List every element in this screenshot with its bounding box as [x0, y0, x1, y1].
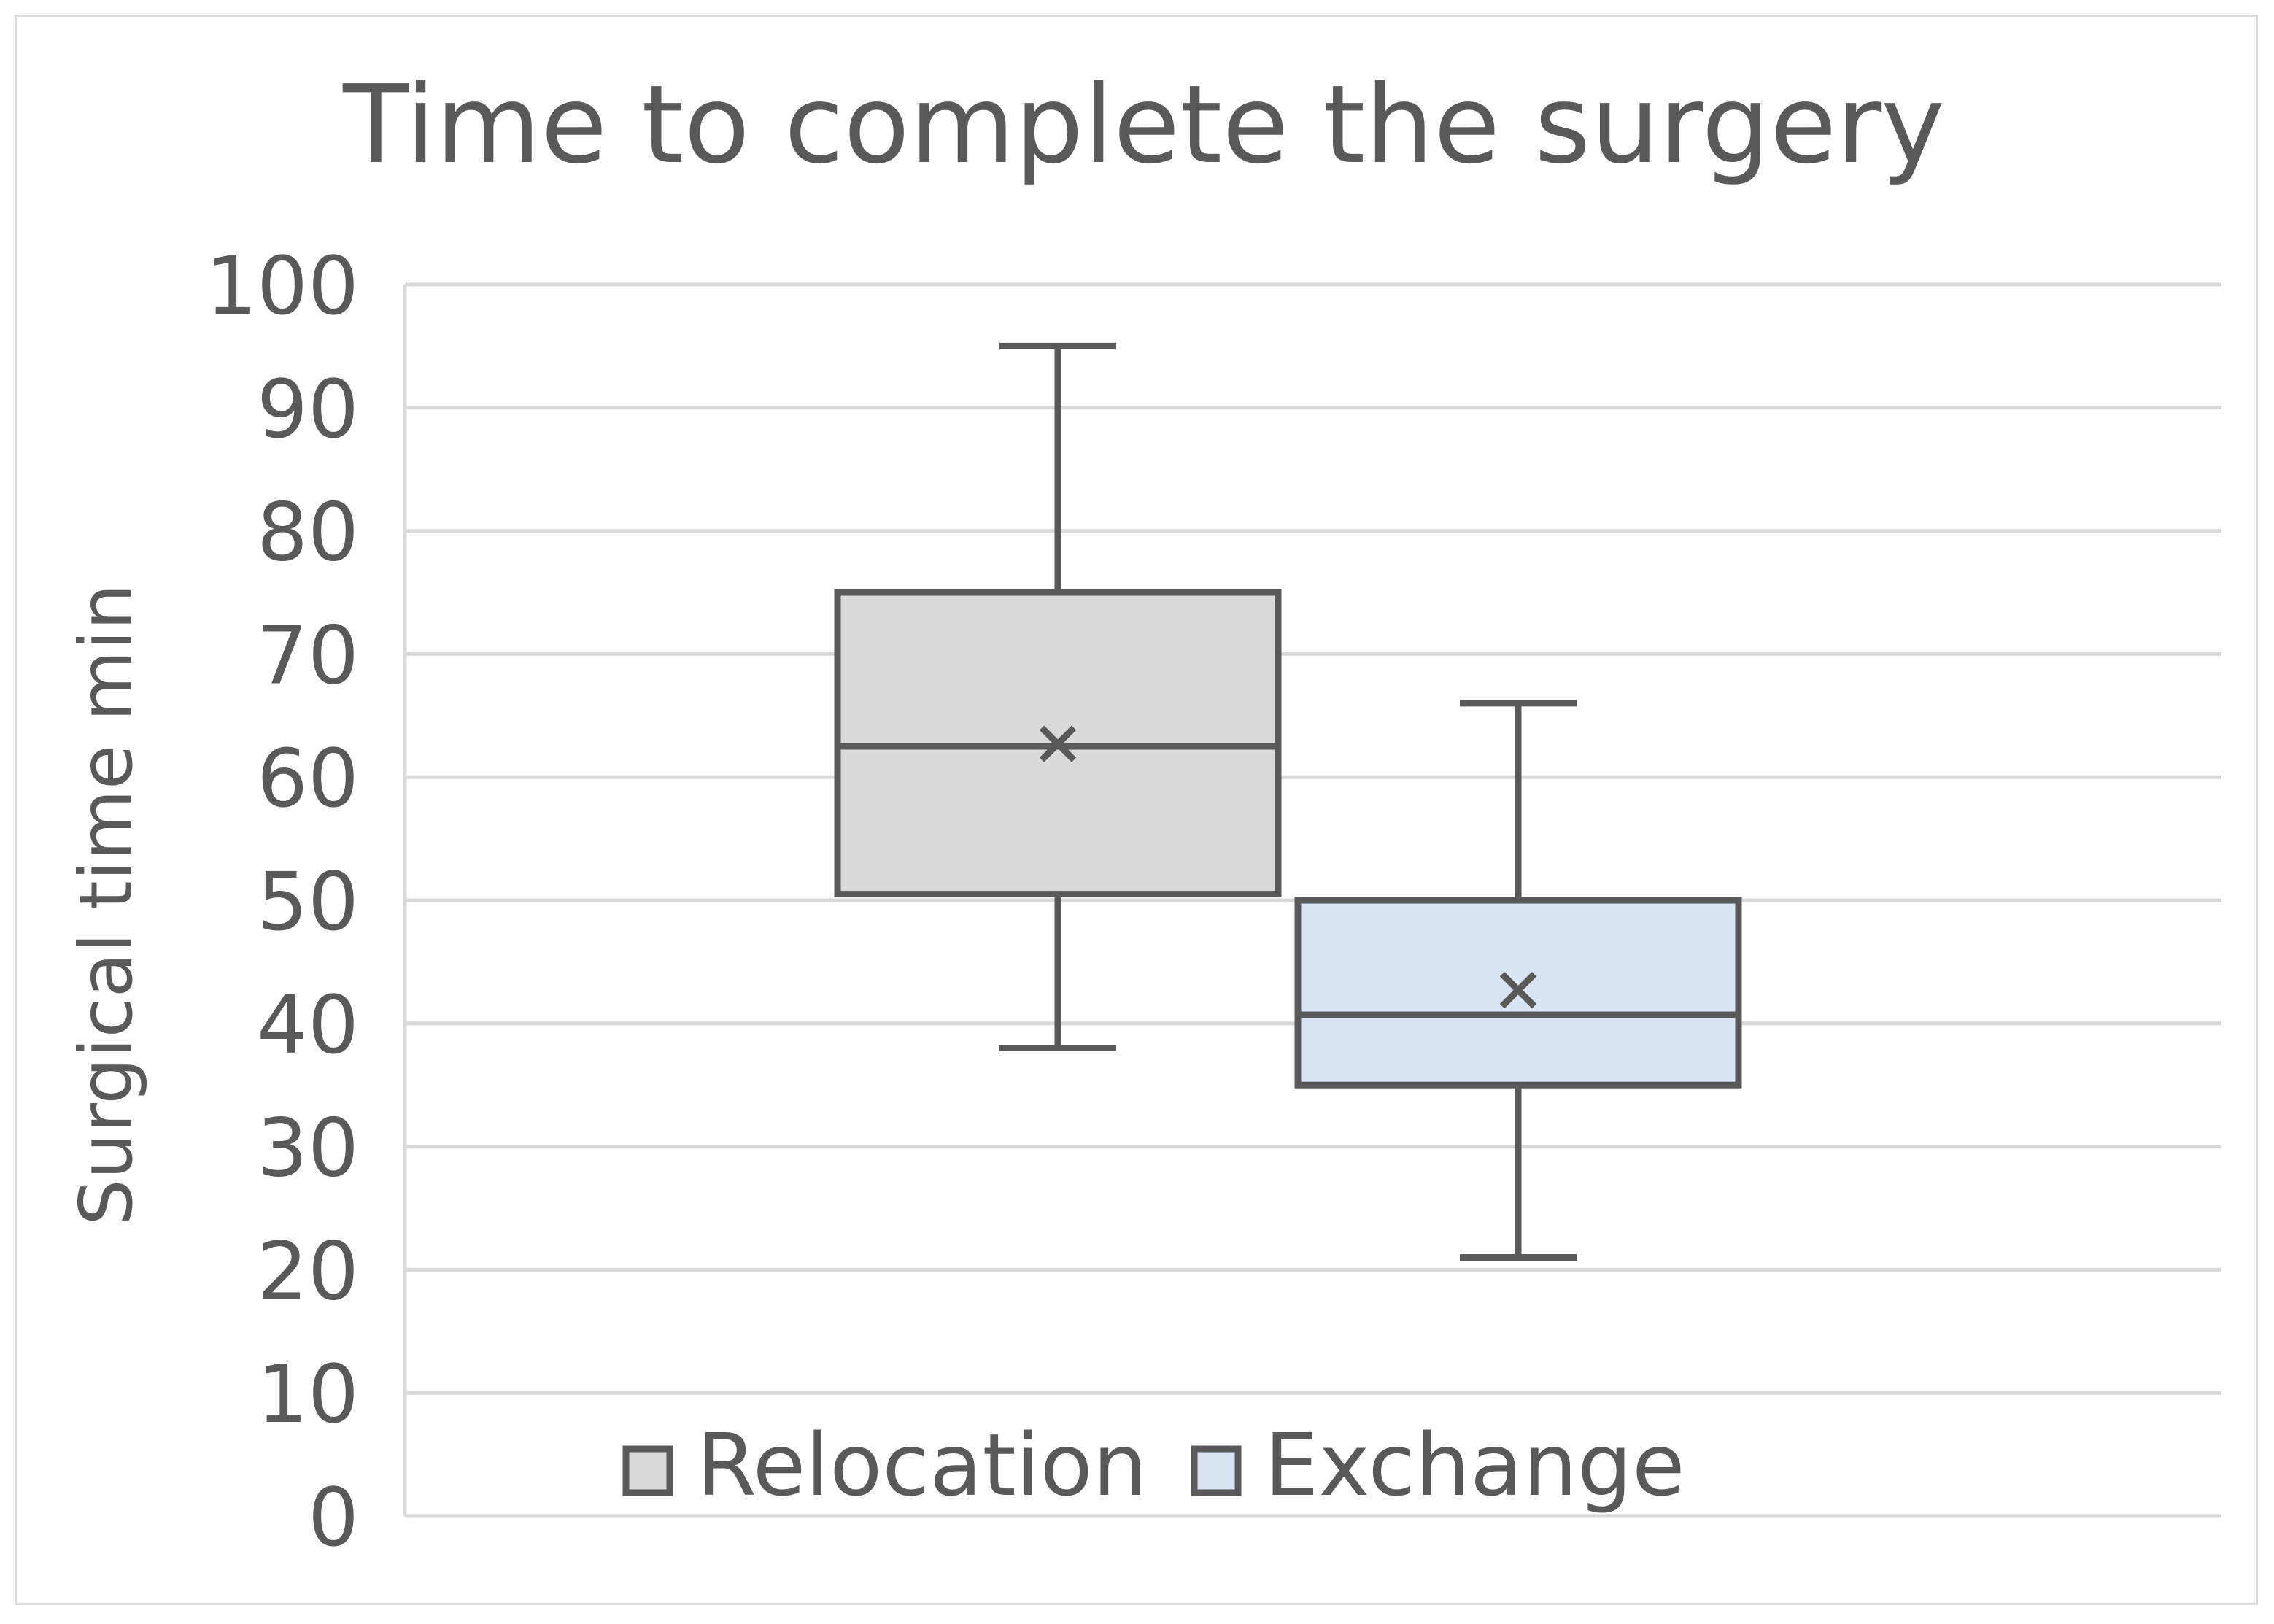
y-tick-label: 10	[257, 1347, 359, 1441]
y-tick-label: 0	[308, 1471, 359, 1564]
box-exchange	[1294, 700, 1742, 1261]
y-tick-label: 90	[257, 363, 359, 456]
y-tick-label: 40	[257, 978, 359, 1072]
legend: Relocation Exchange	[622, 1415, 1685, 1515]
legend-item-exchange: Exchange	[1191, 1415, 1685, 1515]
box-series	[834, 342, 1742, 1261]
legend-label: Exchange	[1264, 1415, 1685, 1515]
y-tick-label: 100	[206, 239, 359, 333]
legend-label: Relocation	[697, 1415, 1147, 1515]
y-tick-label: 30	[257, 1102, 359, 1195]
y-tick-label: 80	[257, 486, 359, 579]
legend-swatch	[622, 1445, 673, 1496]
y-axis-tick-labels: 0 10 20 30 40 50 60 70 80 90 100	[206, 239, 359, 1564]
legend-swatch	[1191, 1445, 1242, 1496]
y-axis-title: Surgical time min	[63, 584, 149, 1226]
mean-marker	[1039, 725, 1077, 762]
y-tick-label: 20	[257, 1224, 359, 1318]
y-tick-label: 70	[257, 608, 359, 702]
box-relocation	[834, 342, 1282, 1052]
chart-title: Time to complete the surgery	[342, 62, 1945, 187]
legend-item-relocation: Relocation	[622, 1415, 1147, 1515]
mean-marker	[1499, 972, 1537, 1009]
y-tick-label: 60	[257, 732, 359, 825]
gridlines	[403, 282, 2221, 1518]
y-tick-label: 50	[257, 855, 359, 948]
